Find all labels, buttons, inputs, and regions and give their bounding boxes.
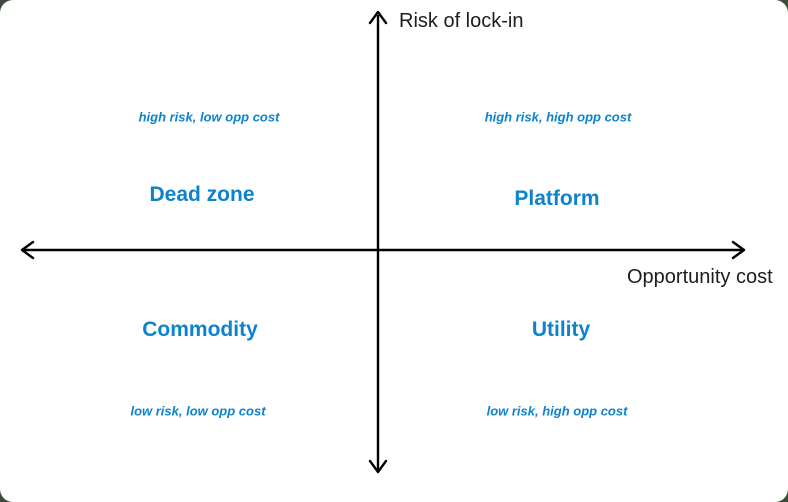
quadrant-note-top-right: high risk, high opp cost (484, 109, 632, 125)
quadrant-note-bottom-left: low risk, low opp cost (130, 403, 266, 419)
arrow-right-icon (731, 240, 746, 260)
quadrant-note-bottom-right: low risk, high opp cost (486, 403, 628, 419)
quadrant-label-utility: Utility (531, 318, 591, 341)
y-axis-label: Risk of lock-in (399, 10, 524, 32)
quadrant-label-platform: Platform (514, 187, 600, 210)
x-axis-label: Opportunity cost (627, 266, 773, 288)
quadrant-label-dead-zone: Dead zone (149, 183, 255, 206)
arrow-down-icon (368, 459, 388, 474)
arrow-up-icon (368, 10, 388, 25)
quadrant-label-commodity: Commodity (142, 318, 258, 341)
quadrant-note-top-left: high risk, low opp cost (138, 109, 280, 125)
arrow-left-icon (20, 240, 35, 260)
